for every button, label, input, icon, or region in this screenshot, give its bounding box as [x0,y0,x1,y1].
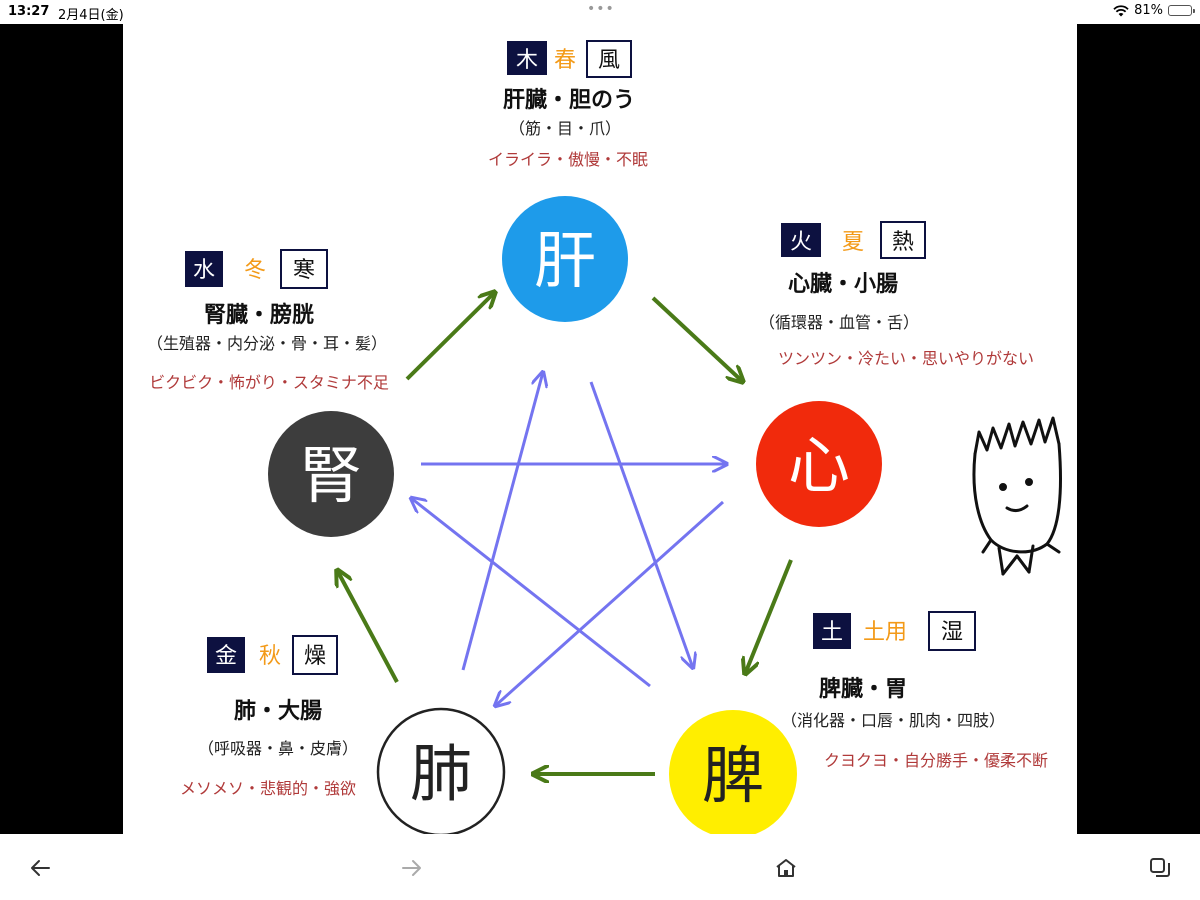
metal-body: （呼吸器・鼻・皮膚） [198,739,358,758]
arrow-spleen-to-kidney [411,498,651,688]
status-date: 2月4日(金) [58,8,124,23]
metal-climate: 燥 [304,644,326,669]
battery-percent: 81% [1134,3,1163,18]
water-emotions: ビクビク・怖がり・スタミナ不足 [149,373,389,392]
water-body: （生殖器・内分泌・骨・耳・髪） [147,334,387,353]
water-element: 水 [193,258,215,283]
earth-climate-box [928,611,976,651]
controlling-cycle-arrows [411,372,727,706]
arrow-wood-to-fire [651,296,743,382]
heart-circle [756,401,882,527]
status-time: 13:27 [8,4,50,19]
arrow-metal-to-water [337,570,399,683]
lung-char: 肺 [410,737,472,810]
wood-info: 木 春 風 肝臓・胆のう （筋・目・爪） イライラ・傲慢・不眠 [488,40,648,169]
earth-element-box [813,613,851,649]
spleen-circle [669,710,797,834]
water-climate: 寒 [293,258,315,283]
image-viewer: 肝 心 脾 肺 腎 木 春 [0,24,1200,834]
arrow-lung-to-liver [461,372,543,671]
five-elements-diagram: 肝 心 脾 肺 腎 木 春 [147,40,1062,834]
earth-emotions: クヨクヨ・自分勝手・優柔不断 [824,751,1048,770]
organ-kidney: 腎 [268,411,394,537]
organ-lung: 肺 [376,707,506,834]
generating-cycle-arrows [337,292,793,774]
spleen-char: 脾 [702,739,764,812]
wood-element-box [507,41,547,75]
metal-season: 秋 [259,644,281,669]
metal-organs: 肺・大腸 [234,699,322,724]
metal-element: 金 [215,644,237,669]
forward-arrow-icon[interactable] [394,850,430,886]
earth-element: 土 [821,620,843,645]
earth-season: 土用 [863,620,907,645]
wood-element: 木 [516,48,538,73]
fire-climate: 熱 [892,230,914,255]
arrow-liver-to-spleen [589,381,693,668]
kidney-circle [268,411,394,537]
heart-char: 心 [788,429,850,502]
five-elements-image: 肝 心 脾 肺 腎 木 春 [123,24,1077,834]
doodle-character-illustration [972,416,1062,576]
status-bar: 13:27 2月4日(金) ••• 81% [0,0,1200,24]
earth-body: （消化器・口唇・肌肉・四肢） [781,711,1005,730]
metal-info: 金 秋 燥 肺・大腸 （呼吸器・鼻・皮膚） メソメソ・悲観的・強欲 [180,635,358,798]
battery-icon [1168,5,1195,16]
metal-emotions: メソメソ・悲観的・強欲 [180,779,356,798]
earth-organs: 脾臓・胃 [819,677,907,702]
water-element-box [185,251,223,287]
liver-char: 肝 [534,224,596,297]
arrow-heart-to-lung [495,500,725,706]
earth-info: 土 土用 湿 脾臓・胃 （消化器・口唇・肌肉・四肢） クヨクヨ・自分勝手・優柔不… [781,611,1048,770]
wood-emotions: イライラ・傲慢・不眠 [488,150,648,169]
wood-organs: 肝臓・胆のう [503,88,635,113]
back-arrow-icon[interactable] [22,850,58,886]
lung-circle [376,707,506,834]
liver-circle [502,196,628,322]
fire-organs: 心臓・小腸 [788,272,898,297]
tabs-icon[interactable] [1142,850,1178,886]
organ-liver: 肝 [502,196,628,322]
water-info: 水 冬 寒 腎臓・膀胱 （生殖器・内分泌・骨・耳・髪） ビクビク・怖がり・スタミ… [147,249,389,392]
fire-climate-box [880,221,926,259]
multitasking-dots-icon[interactable]: ••• [587,1,615,17]
wifi-icon [1113,4,1129,17]
wood-body: （筋・目・爪） [509,119,621,138]
wood-season: 春 [554,48,576,73]
fire-season: 夏 [842,230,864,255]
arrow-fire-to-earth [745,559,793,674]
fire-info: 火 夏 熱 心臓・小腸 （循環器・血管・舌） ツンツン・冷たい・思いやりがない [759,221,1034,368]
water-organs: 腎臓・膀胱 [204,302,314,328]
fire-body: （循環器・血管・舌） [759,313,919,332]
kidney-char: 腎 [300,439,362,512]
metal-element-box [207,637,245,673]
metal-climate-box [292,635,338,675]
wood-climate-box [586,40,632,78]
earth-climate: 湿 [941,620,963,645]
fire-element-box [781,223,821,257]
fire-element: 火 [790,230,812,255]
organ-heart: 心 [756,401,882,527]
water-season: 冬 [244,258,266,283]
home-icon[interactable] [768,850,804,886]
water-climate-box [280,249,328,289]
organ-spleen: 脾 [669,710,797,834]
wood-climate: 風 [598,48,620,73]
fire-emotions: ツンツン・冷たい・思いやりがない [778,349,1034,368]
browser-toolbar [0,834,1200,900]
arrow-water-to-wood [405,292,495,381]
